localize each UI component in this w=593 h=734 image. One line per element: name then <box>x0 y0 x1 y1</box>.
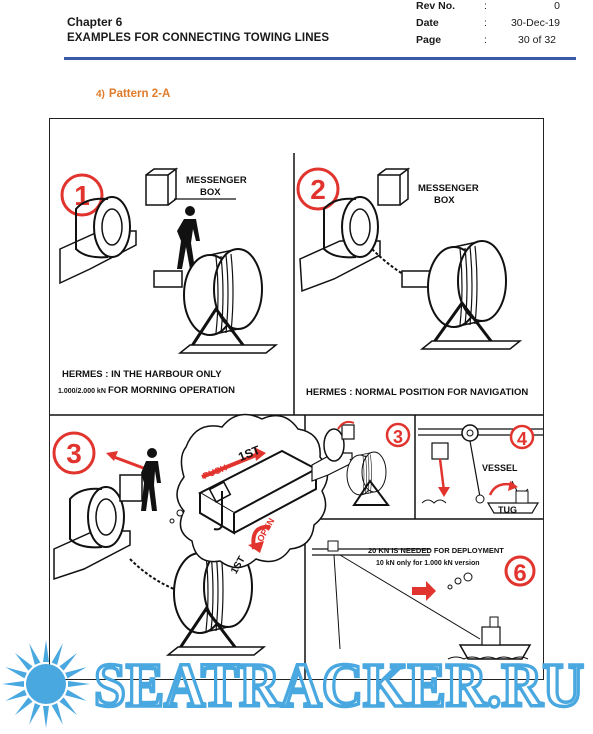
svg-text:20 KN IS NEEDED FOR DEPLOYMENT: 20 KN IS NEEDED FOR DEPLOYMENT <box>368 546 504 555</box>
svg-text:BOX: BOX <box>200 187 221 198</box>
meta-colon: : <box>484 17 487 29</box>
step-badge <box>385 422 411 448</box>
svg-text:MESSENGER: MESSENGER <box>418 183 479 194</box>
step-badge <box>504 555 536 587</box>
meta-value: 30 of 32 <box>518 34 556 46</box>
meta-colon: : <box>484 34 487 46</box>
step-badge <box>60 173 104 217</box>
svg-text:TUG: TUG <box>498 505 517 515</box>
panel-6: 20 KN IS NEEDED FOR DEPLOYMENT 10 kN onl… <box>312 540 536 660</box>
instruction-figure: 1 MESSENGER BOX HERMES : IN THE HARBOUR … <box>49 118 544 680</box>
step-badge <box>52 431 96 475</box>
watermark: SEATRACKER.RU <box>0 636 593 729</box>
meta-label: Page <box>416 34 442 46</box>
step-number: 1 <box>74 180 90 211</box>
svg-text:BOX: BOX <box>434 195 455 206</box>
chapter-label: Chapter 6 <box>67 15 123 29</box>
panel-2-caption: HERMES : NORMAL POSITION FOR NAVIGATION <box>306 387 528 398</box>
meta-rev: Rev No. : 0 <box>416 0 566 17</box>
svg-text:3: 3 <box>66 438 82 469</box>
chapter-header: Chapter 6 EXAMPLES FOR CONNECTING TOWING… <box>67 14 329 46</box>
svg-text:6: 6 <box>513 560 526 587</box>
meta-value: 0 <box>554 0 560 12</box>
meta-date: Date : 30-Dec-19 <box>416 17 566 34</box>
person-icon <box>141 448 161 511</box>
panel-4: VESSEL TUG 4 <box>418 424 543 515</box>
header-rule <box>64 57 576 60</box>
arrow-icon <box>106 451 118 461</box>
push-arrow-icon <box>254 447 266 461</box>
panel-3-small: 3 <box>311 420 411 506</box>
section-title: Pattern 2-A <box>108 88 171 100</box>
panel-2: 2 MESSENGER BOX HERMES : NORMAL POSITION… <box>296 167 528 398</box>
person-icon <box>177 206 200 269</box>
meta-value: 30-Dec-19 <box>510 17 560 29</box>
panel-1: 1 MESSENGER BOX HERMES : IN THE HARBOUR … <box>58 167 279 396</box>
panel-1-caption: HERMES : IN THE HARBOUR ONLY <box>62 369 222 380</box>
svg-text:4: 4 <box>517 429 527 449</box>
sun-logo-icon <box>2 640 90 728</box>
meta-colon: : <box>484 0 487 12</box>
document-meta: Rev No. : 0 Date : 30-Dec-19 Page : 30 o… <box>416 0 566 51</box>
arrow-icon <box>412 581 436 601</box>
open-arrow-icon <box>248 541 264 553</box>
messenger-box-label: MESSENGER <box>186 175 247 186</box>
meta-label: Date <box>416 17 439 29</box>
step-badge <box>509 424 535 450</box>
watermark-text: SEATRACKER.RU <box>94 652 584 720</box>
section-heading: 4)Pattern 2-A <box>96 88 170 100</box>
svg-text:FOR MORNING OPERATION: FOR MORNING OPERATION <box>108 385 235 396</box>
svg-text:VESSEL: VESSEL <box>482 463 518 473</box>
meta-label: Rev No. <box>416 0 456 12</box>
svg-text:10 kN only for 1.000 kN versio: 10 kN only for 1.000 kN version <box>376 560 480 567</box>
svg-text:3: 3 <box>393 427 403 447</box>
meta-page: Page : 30 of 32 <box>416 34 566 51</box>
step-badge <box>296 167 340 211</box>
svg-text:2: 2 <box>310 174 326 205</box>
panel-3: 3 PUSH 1ST <box>52 413 329 656</box>
section-number: 4) <box>96 89 105 100</box>
svg-text:1.000/2.000 kN: 1.000/2.000 kN <box>58 388 106 395</box>
chapter-title: EXAMPLES FOR CONNECTING TOWING LINES <box>67 32 330 44</box>
